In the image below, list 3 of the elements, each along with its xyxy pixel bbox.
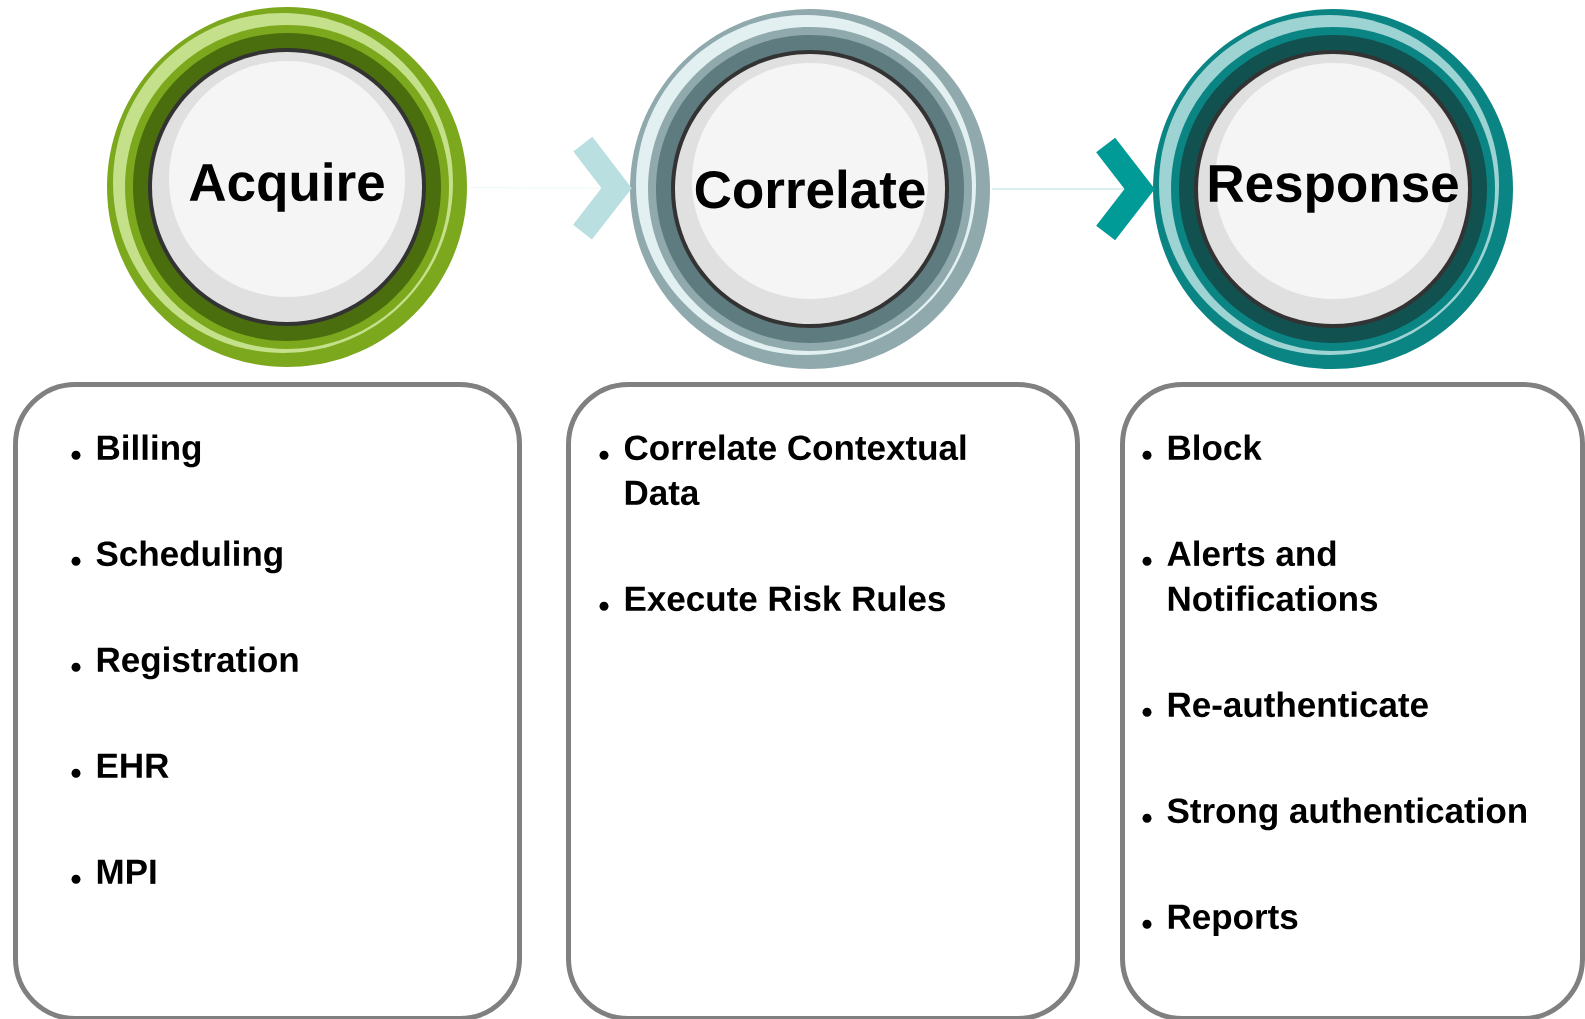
- list-box: Block Alerts and Notifications Re-authenticate Strong authentication Reports: [1120, 382, 1585, 1019]
- list-box: Billing Scheduling Registration EHR MPI: [13, 382, 522, 1019]
- list-box: Correlate Contextual Data Execute Risk Rules: [566, 382, 1080, 1019]
